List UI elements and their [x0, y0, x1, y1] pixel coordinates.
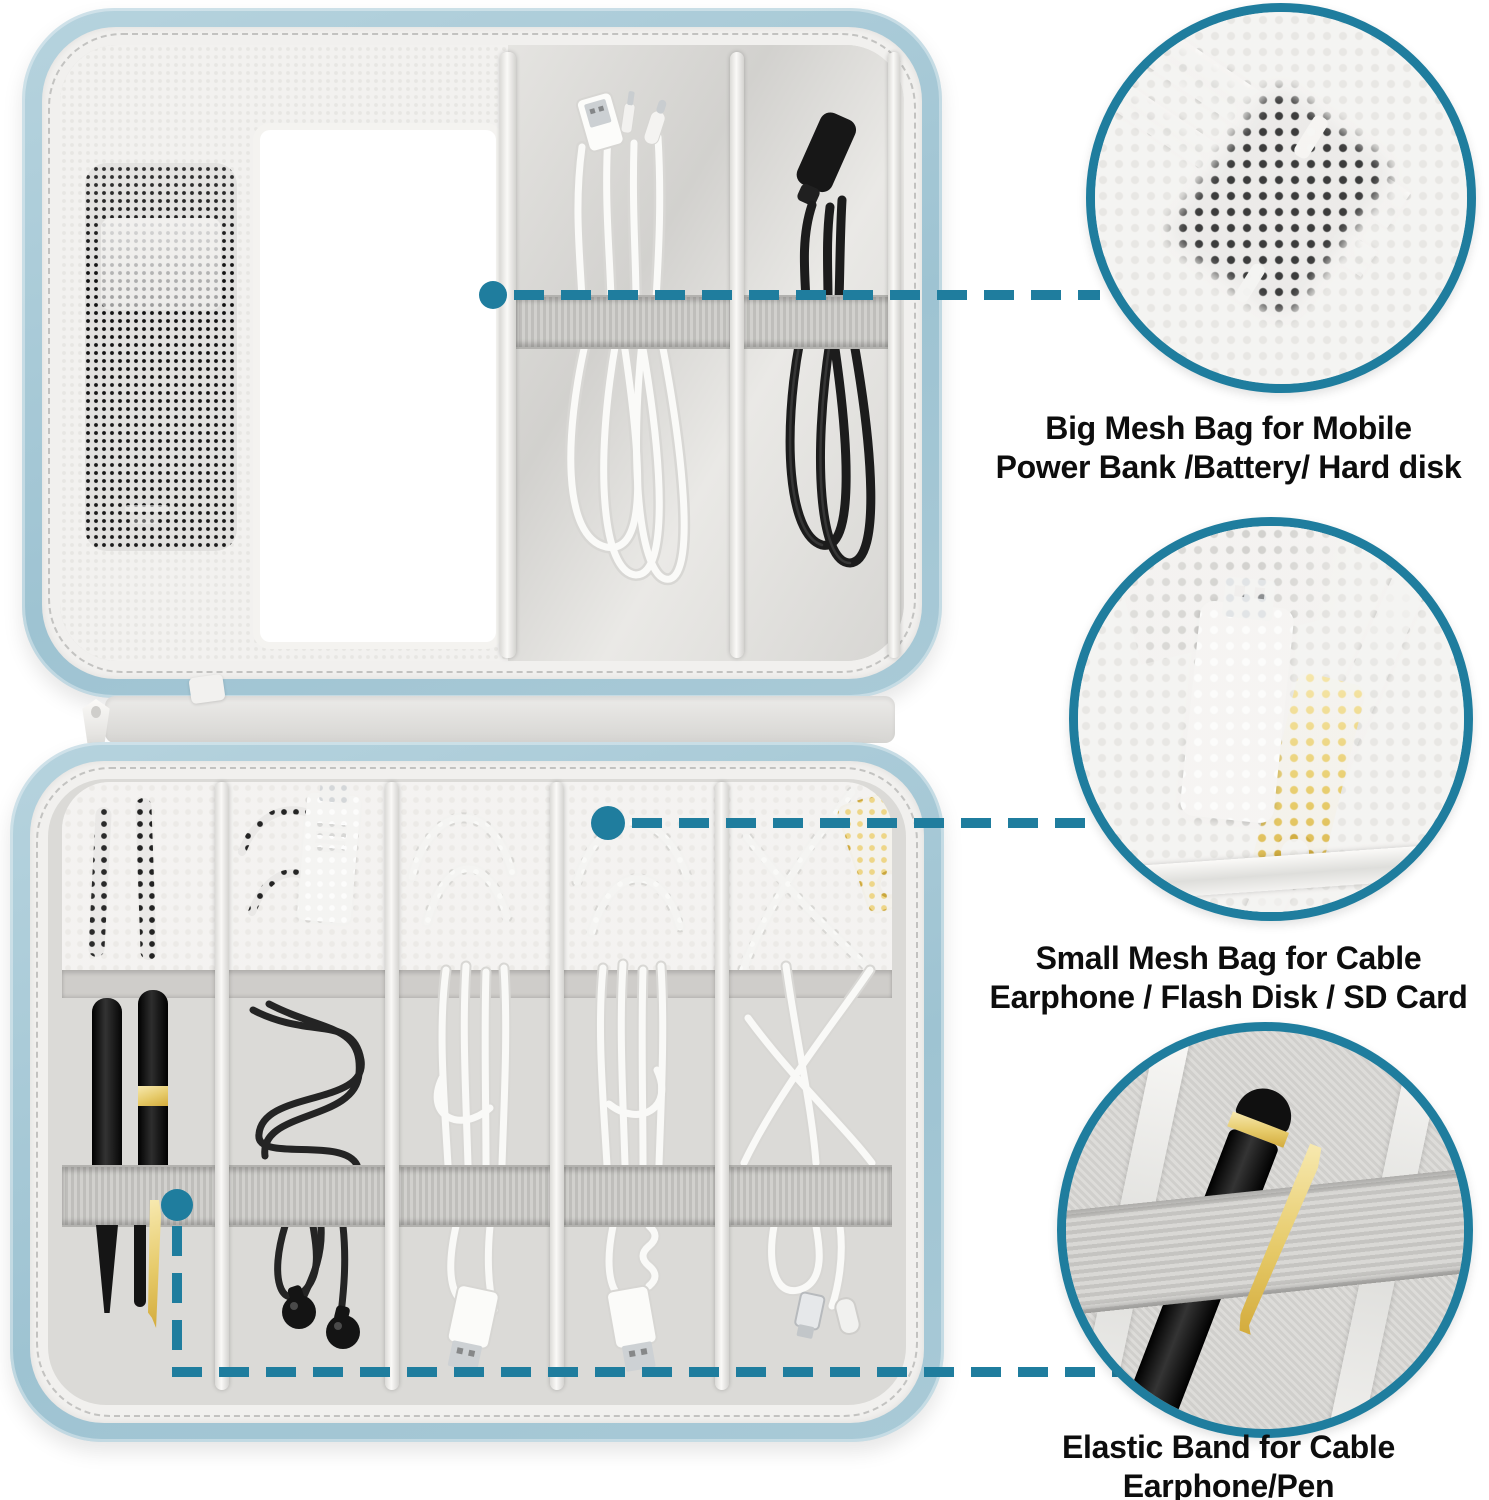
- compartment-divider: [730, 52, 744, 658]
- power-bank: [85, 163, 237, 551]
- zipper-tab: [188, 673, 226, 705]
- power-bank-print: [125, 505, 169, 512]
- compartment-divider: [888, 52, 900, 658]
- caption-line: Elastic Band for Cable: [1061, 1429, 1396, 1465]
- gold-usb-flash-drive: [837, 792, 892, 914]
- qr-print: [314, 820, 348, 854]
- caption-big-mesh-bag: Big Mesh Bag for Mobile Power Bank /Batt…: [968, 409, 1489, 487]
- big-mesh-pocket: [60, 45, 508, 661]
- pen-body-lower: [134, 1225, 146, 1307]
- pocket-divider: [385, 782, 399, 1390]
- pocket-divider: [215, 782, 229, 1390]
- pocket-divider: [550, 782, 564, 1390]
- small-mesh-pocket-row: [62, 782, 892, 972]
- caption-small-mesh-bag: Small Mesh Bag for Cable Earphone / Flas…: [968, 939, 1489, 1017]
- hinge-spine: [105, 696, 895, 743]
- caption-line: Small Mesh Bag for Cable: [1035, 940, 1422, 976]
- compartment-divider: [500, 52, 516, 658]
- caption-line: Earphone / Flash Disk / SD Card: [989, 979, 1468, 1016]
- power-bank-print: [131, 519, 157, 524]
- pen-gold-ring: [138, 990, 168, 1188]
- usb-c-connector: [834, 1297, 861, 1336]
- usb-c-connector: [643, 99, 667, 145]
- charger-behind-mesh: [1163, 81, 1397, 323]
- callout-elastic-band-closeup: [1057, 1022, 1473, 1438]
- white-cable-top-loops: [406, 786, 892, 972]
- caption-line: Big Mesh Bag for Mobile: [1045, 410, 1412, 446]
- caption-line: Earphone/Pen: [1122, 1468, 1335, 1500]
- pocket-divider: [715, 782, 729, 1390]
- caption-line: Power Bank /Battery/ Hard disk: [995, 449, 1462, 486]
- caption-elastic-band: Elastic Band for Cable Earphone/Pen: [988, 1428, 1469, 1500]
- pen-tip-silhouette: [88, 806, 112, 958]
- usb-a-connector: [606, 1284, 658, 1372]
- zipper-pull: [82, 699, 110, 743]
- top-elastic-band: [516, 295, 898, 349]
- power-bank-screen: [101, 218, 221, 310]
- bottom-elastic-band: [62, 1165, 892, 1227]
- black-cable-bundle: [785, 112, 876, 568]
- white-usb-flash-drive: [296, 782, 362, 925]
- micro-usb-connector: [794, 1291, 826, 1339]
- mesh-row-binding: [62, 970, 892, 998]
- pen-black: [92, 998, 122, 1188]
- callout-big-mesh-closeup: [1086, 3, 1476, 393]
- usb-a-connector: [575, 91, 625, 153]
- usb-a-connector: [446, 1284, 500, 1372]
- earbuds: [282, 1285, 360, 1349]
- black-plug-connector: [796, 112, 857, 206]
- mesh-pocket-window-card: [260, 130, 496, 642]
- callout-small-mesh-closeup: [1069, 517, 1473, 921]
- pen-tip-silhouette: [135, 797, 157, 961]
- lightning-connector: [620, 91, 636, 134]
- white-charging-cable-bundle: [564, 91, 691, 586]
